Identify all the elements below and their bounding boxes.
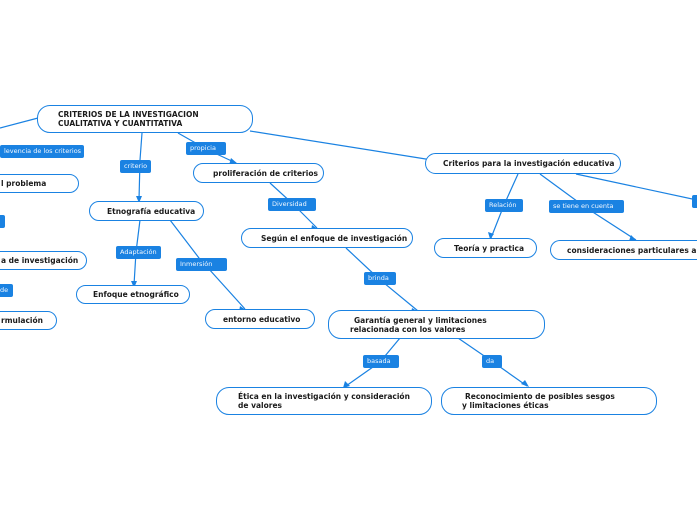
link-label-brinda: brinda [364,272,396,285]
node-left-problema-text: l problema [1,179,47,188]
edge-root-left [0,117,39,129]
node-left-investigacion-text: a de investigación [1,256,79,265]
link-label-inmersion: Inmersión [176,258,227,271]
node-criterios-educativa-text: Criterios para la investigación educativ… [443,159,615,168]
node-garantia[interactable]: Garantía general y limitaciones relacion… [328,310,545,339]
node-teoria-practica-text: Teoría y practica [454,243,525,253]
node-consideraciones[interactable]: consideraciones particulares al in [550,240,697,260]
node-etica[interactable]: Ética en la investigación y consideració… [216,387,432,415]
node-enfoque-etnografico[interactable]: Enfoque etnográfico [76,285,190,304]
link-label-da: da [482,355,502,368]
node-left-problema[interactable]: l problema [0,174,79,193]
edge-root-criterios [249,130,433,161]
node-segun-enfoque-text: Según el enfoque de investigación [261,233,408,243]
node-etnografia-text: Etnografía educativa [107,206,196,216]
node-reconocimiento-text: Reconocimiento de posibles sesgos y limi… [462,392,615,410]
node-criterios-educativa[interactable]: Criterios para la investigación educativ… [425,153,621,174]
link-label-relevancia: levencia de los criterios [0,145,84,158]
node-left-formulacion-text: rmulación [1,316,43,325]
edge-criterios-right [575,173,697,201]
node-etica-text: Ética en la investigación y consideració… [238,392,410,410]
node-proliferacion-text: proliferación de criterios [213,168,318,178]
root-node[interactable]: CRITERIOS DE LA INVESTIGACION CUALITATIV… [37,105,253,133]
node-left-investigacion[interactable]: a de investigación [0,251,87,270]
node-consideraciones-text: consideraciones particulares al in [567,245,697,255]
node-reconocimiento[interactable]: Reconocimiento de posibles sesgos y limi… [441,387,657,415]
link-label-diversidad: Diversidad [268,198,316,211]
link-label-adaptacion: Adaptación [116,246,161,259]
node-proliferacion[interactable]: proliferación de criterios [193,163,324,183]
link-label-propicia: propicia [186,142,226,155]
link-label-criterio: criterio [120,160,152,173]
node-garantia-text: Garantía general y limitaciones relacion… [350,315,487,334]
node-entorno-educativo[interactable]: entorno educativo [205,309,315,329]
node-teoria-practica[interactable]: Teoría y practica [434,238,537,258]
link-label-relacion: Relación [485,199,523,212]
node-enfoque-etnografico-text: Enfoque etnográfico [93,290,179,299]
node-entorno-educativo-text: entorno educativo [223,314,301,324]
link-label-right-partial [692,195,697,208]
root-text: CRITERIOS DE LA INVESTIGACION CUALITATIV… [58,110,199,128]
node-left-formulacion[interactable]: rmulación [0,311,57,330]
node-etnografia[interactable]: Etnografía educativa [89,201,204,221]
link-label-se-tiene-en-cuenta: se tiene en cuenta [549,200,624,213]
link-label-left-partial-2: de [0,284,13,297]
node-segun-enfoque[interactable]: Según el enfoque de investigación [241,228,413,248]
link-label-basada: basada [363,355,399,368]
link-label-left-partial-1 [0,215,5,228]
